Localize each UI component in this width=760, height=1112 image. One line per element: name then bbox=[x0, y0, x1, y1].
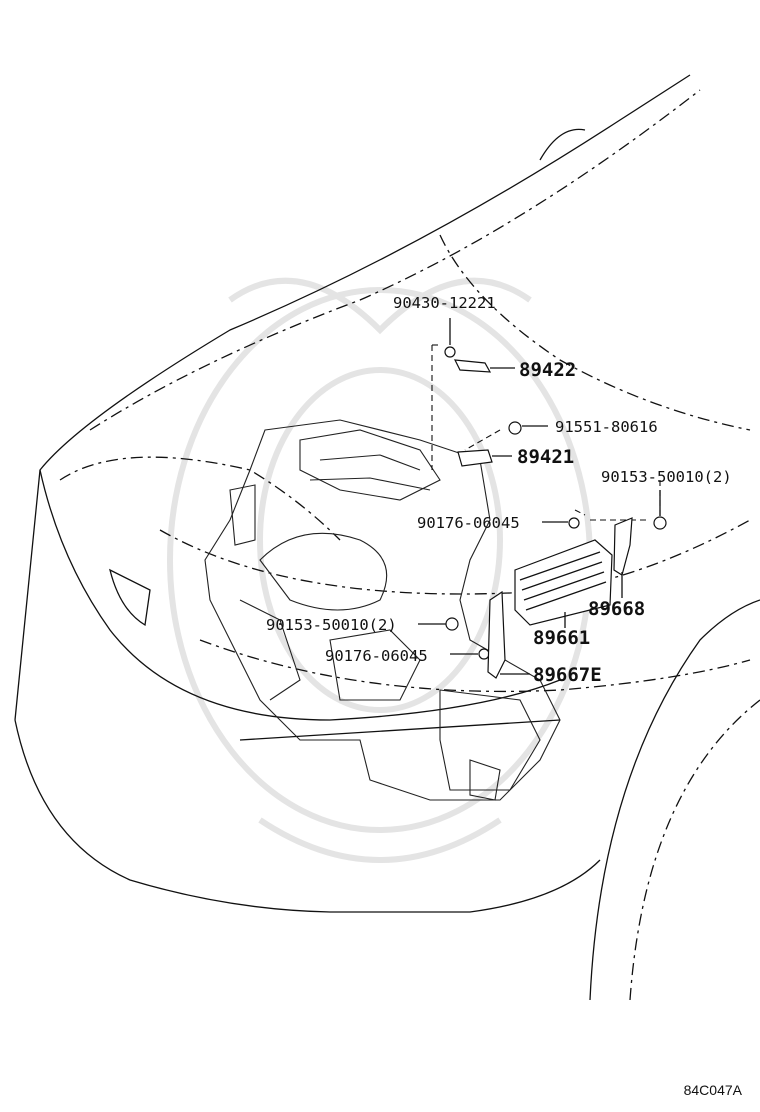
callout-90176-06045-top: 90176-06045 bbox=[417, 514, 520, 532]
part-clip-90176-bottom bbox=[478, 648, 490, 660]
callout-89668: 89668 bbox=[588, 598, 645, 620]
callout-89421: 89421 bbox=[517, 446, 574, 468]
callout-89422: 89422 bbox=[519, 359, 576, 381]
callout-90153-50010-bottom: 90153-50010(2) bbox=[266, 616, 397, 634]
part-ecu-89661 bbox=[514, 539, 613, 626]
callout-91551-80616: 91551-80616 bbox=[555, 418, 658, 436]
callout-90153-50010-top: 90153-50010(2) bbox=[601, 468, 732, 486]
part-bracket-89667E bbox=[487, 590, 506, 679]
part-nut-90153-top bbox=[653, 516, 667, 530]
callout-89661: 89661 bbox=[533, 627, 590, 649]
diagram-code: 84C047A bbox=[683, 1082, 742, 1098]
callout-90176-06045-bottom: 90176-06045 bbox=[325, 647, 428, 665]
part-bracket-89668 bbox=[613, 517, 633, 576]
part-sensor-89422 bbox=[444, 346, 492, 373]
callout-90430-12221: 90430-12221 bbox=[393, 294, 496, 312]
part-sensor-89421 bbox=[457, 449, 493, 467]
leader-lines bbox=[418, 318, 661, 675]
vehicle-body-outline bbox=[14, 74, 760, 1001]
engine-assembly bbox=[204, 419, 561, 801]
part-clip-90176-top bbox=[568, 517, 580, 529]
callout-89667E: 89667E bbox=[533, 664, 602, 686]
part-nut-90153-bottom bbox=[445, 617, 459, 631]
part-bolt-91551 bbox=[508, 421, 522, 435]
